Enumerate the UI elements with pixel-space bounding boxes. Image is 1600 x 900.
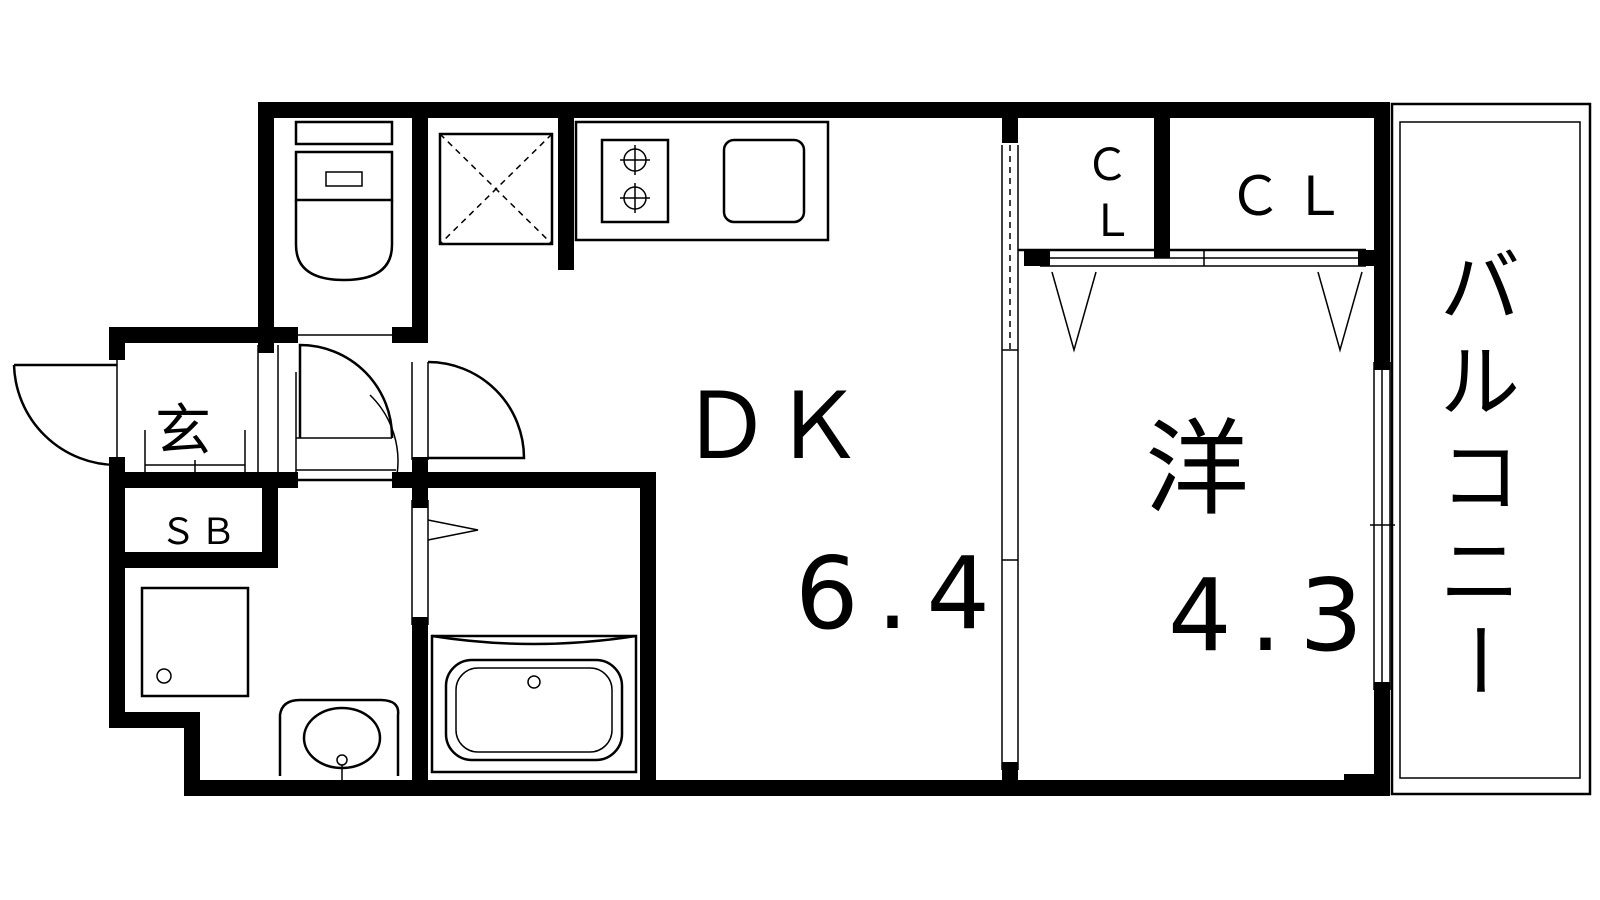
partition-sliding-doors [1001,145,1019,770]
dk-room-name: ＤＫ [680,373,864,480]
interior-walls [109,102,1390,796]
bath-door [411,500,479,625]
closet-small-label-l: Ｌ [1090,196,1134,247]
bathtub [430,634,638,774]
balcony-outline [1390,102,1592,796]
washroom-door [295,372,399,482]
balcony-char-2: ル [1440,336,1520,429]
entry-door [12,352,118,467]
balcony-char-1: バ [1440,241,1520,334]
dk-door [411,360,526,460]
closet-small-label-c: Ｃ [1085,140,1129,191]
fridge-space [438,132,554,246]
dk-room-size: 6.4 [795,535,1008,652]
balcony-char-3: コ [1440,431,1520,524]
closet-front [1018,248,1366,353]
entrance-label: 玄 [155,399,211,464]
washing-machine [140,586,250,698]
shoe-box-label: ＳＢ [160,512,240,553]
western-room-name: 洋 [1145,408,1249,530]
room-labels: ＤＫ 6.4 洋 4.3 玄 ＳＢ Ｃ Ｌ ＣＬ バ ル コ ニ ー [155,140,1524,700]
kitchen-counter [574,120,830,242]
toilet-door [296,334,394,439]
western-room-size: 4.3 [1168,557,1381,674]
wash-basin [278,698,400,780]
closet-large-label: ＣＬ [1228,165,1356,228]
exterior-walls [109,102,1390,796]
toilet [294,120,394,282]
balcony-window [1370,362,1395,690]
balcony-char-4: ニ [1440,526,1520,619]
balcony-char-5: ー [1431,620,1524,700]
entrance-step [144,345,279,480]
